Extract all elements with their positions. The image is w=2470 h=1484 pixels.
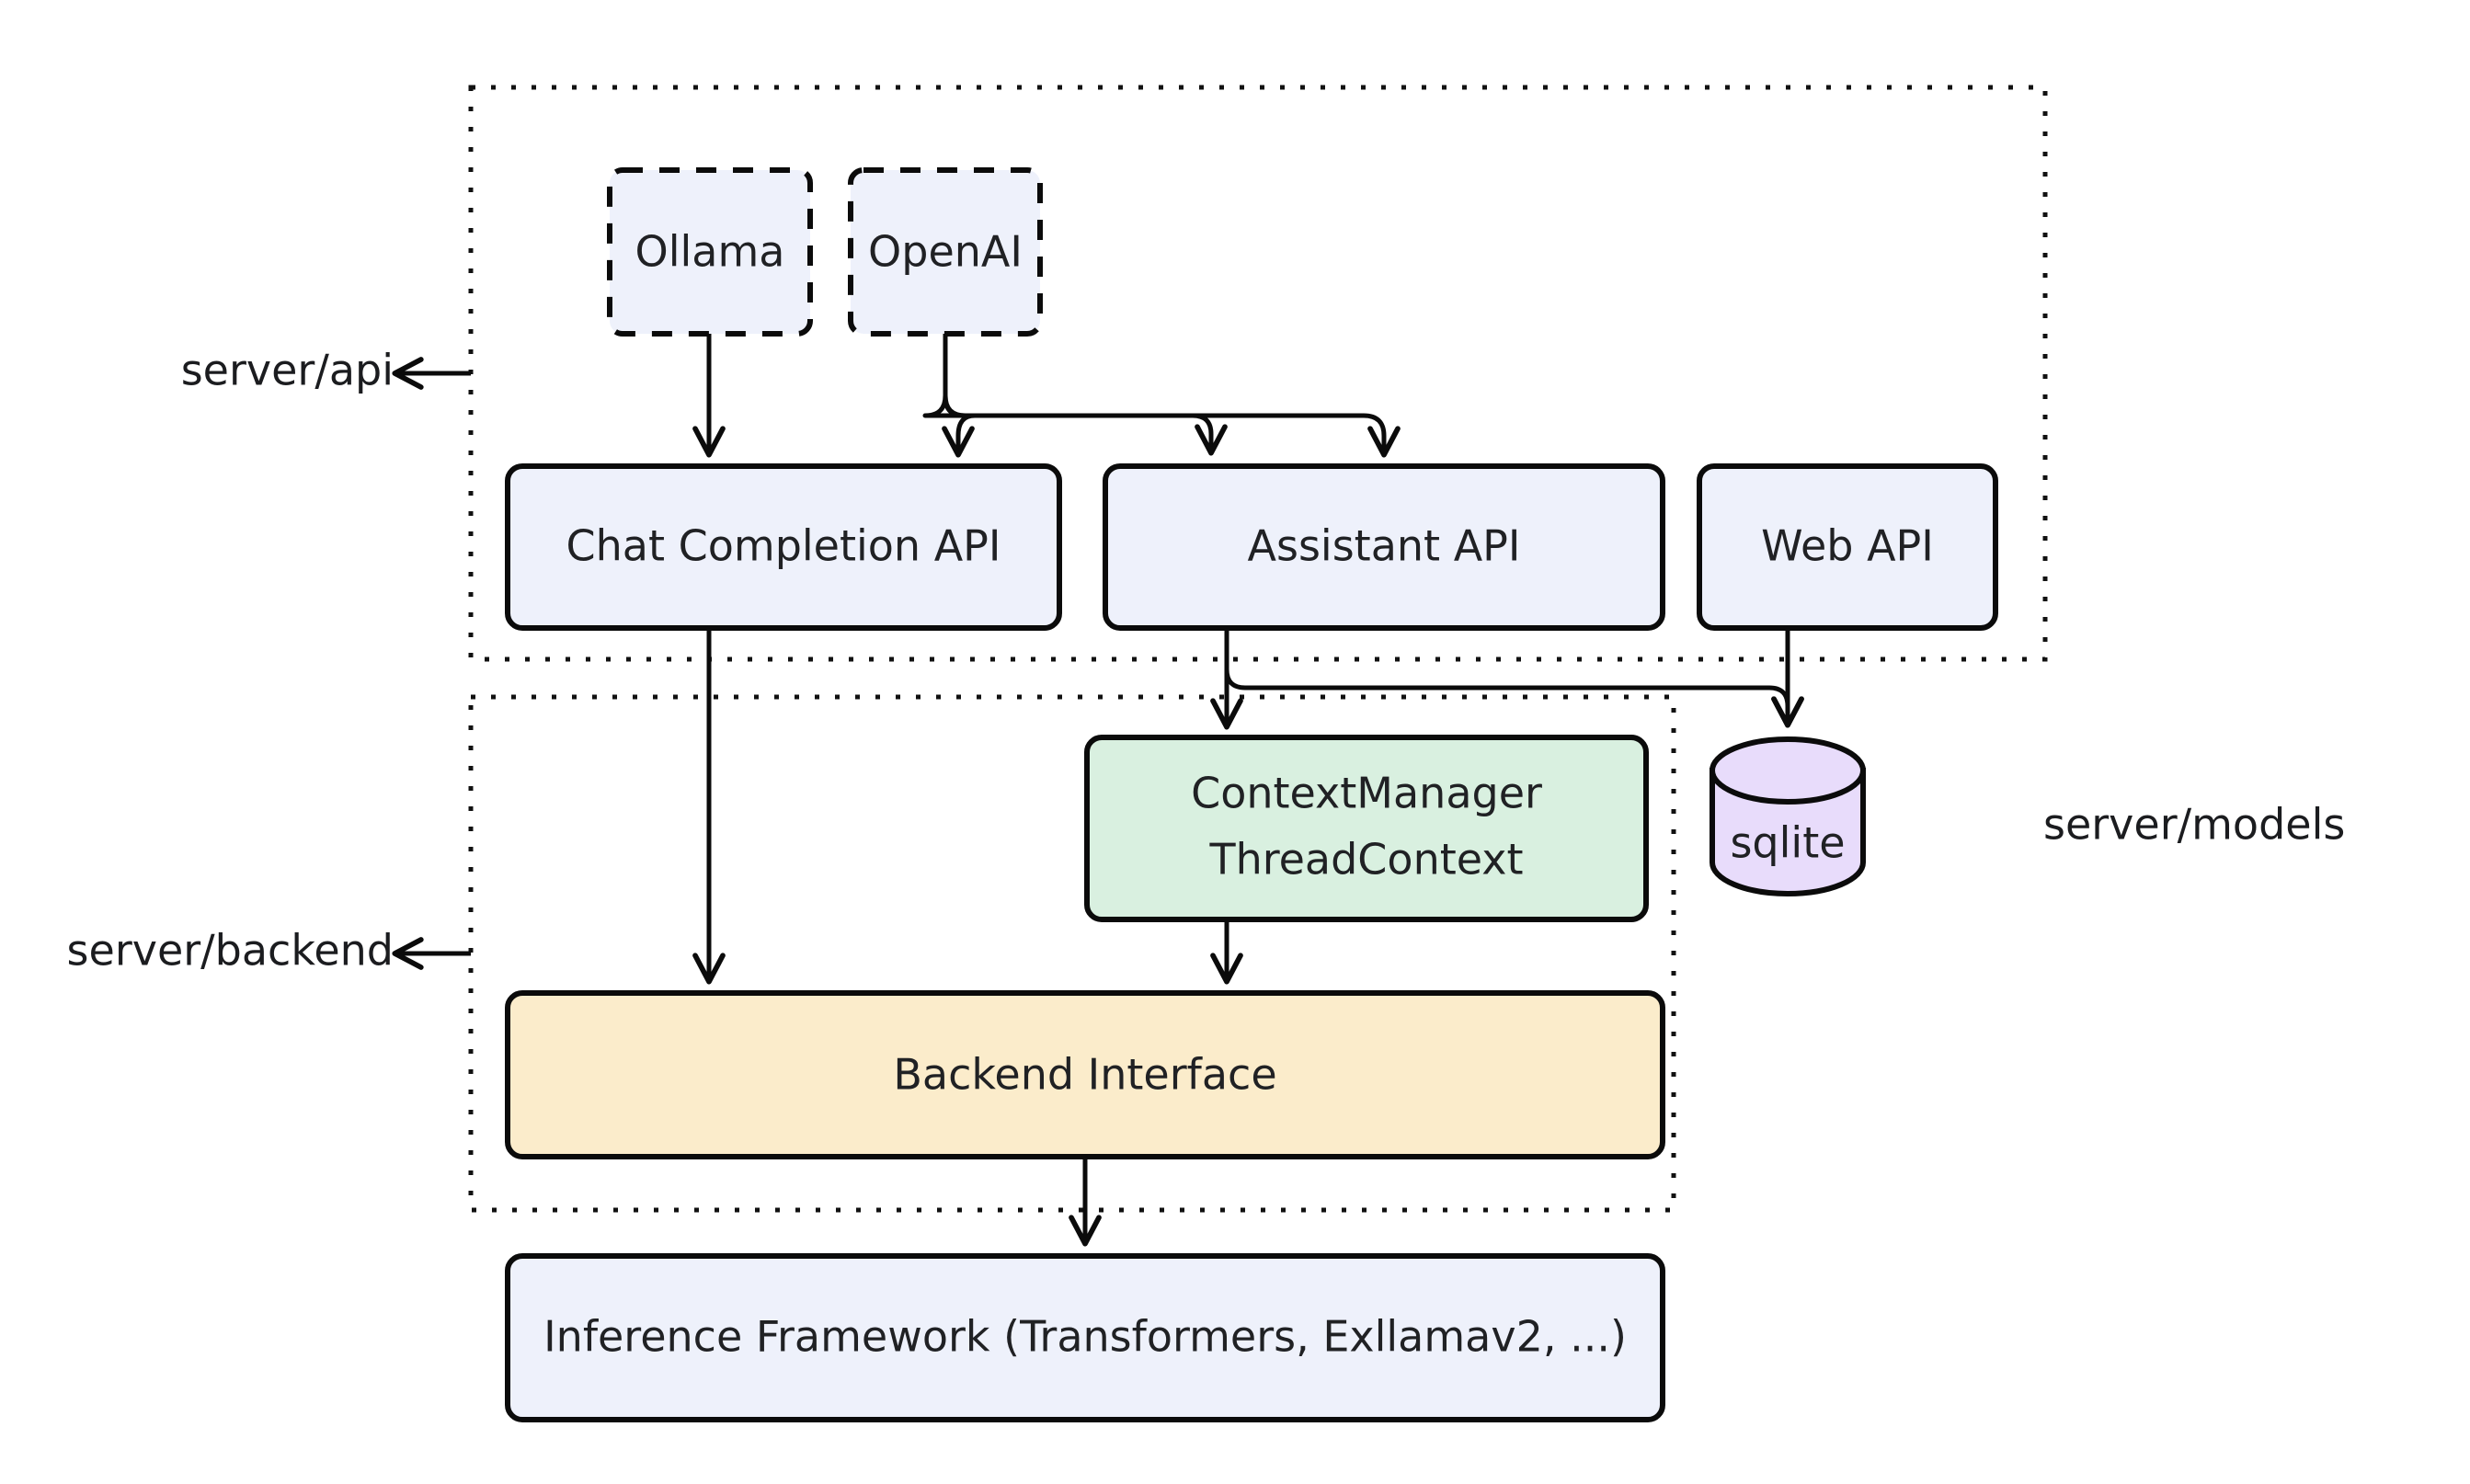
node-inference-framework-shape [505,1253,1665,1422]
edge-openai-fork-left [922,334,978,458]
node-ollama-shape [607,167,813,337]
node-openai-label: OpenAI [868,227,1023,277]
node-chat-completion-api-label: Chat Completion API [566,521,1001,571]
node-openai[interactable]: OpenAI [848,167,1043,337]
node-sqlite[interactable]: sqlite [1710,736,1866,896]
node-web-api-label: Web API [1761,521,1934,571]
node-chat-completion-api[interactable]: Chat Completion API [505,463,1062,631]
edge-openai-fork-right [943,394,1401,458]
node-backend-interface-shape [505,990,1665,1159]
node-inference-framework[interactable]: Inference Framework (Transformers, Exlla… [505,1253,1665,1422]
node-assistant-api-shape [1103,463,1665,631]
node-sqlite-label: sqlite [1730,818,1845,868]
group-label-server-models: server/models [2043,800,2345,850]
node-web-api-shape [1697,463,1998,631]
node-web-api[interactable]: Web API [1697,463,1998,631]
node-sqlite-top [1710,736,1866,805]
node-context-manager-shape [1084,735,1649,922]
edge-openai-branch-to-assistant [943,396,1228,456]
node-backend-interface[interactable]: Backend Interface [505,990,1665,1159]
node-chat-completion-api-shape [505,463,1062,631]
group-label-server-api: server/api [181,346,394,395]
node-context-manager[interactable]: ContextManager ThreadContext [1084,735,1649,922]
node-ollama-label: Ollama [635,227,785,277]
node-inference-framework-label: Inference Framework (Transformers, Exlla… [543,1312,1627,1362]
node-context-manager-label-line1: ContextManager [1191,769,1542,818]
node-sqlite-body [1710,768,1866,896]
group-container-server-backend [468,694,1676,1213]
node-openai-shape [848,167,1043,337]
edge-assistant-to-sqlite [1224,628,1804,728]
node-assistant-api-label: Assistant API [1248,521,1521,571]
node-backend-interface-label: Backend Interface [893,1050,1276,1100]
node-ollama[interactable]: Ollama [607,167,813,337]
node-assistant-api[interactable]: Assistant API [1103,463,1665,631]
node-context-manager-label-line2: ThreadContext [1208,835,1523,885]
group-label-server-backend: server/backend [67,926,394,976]
